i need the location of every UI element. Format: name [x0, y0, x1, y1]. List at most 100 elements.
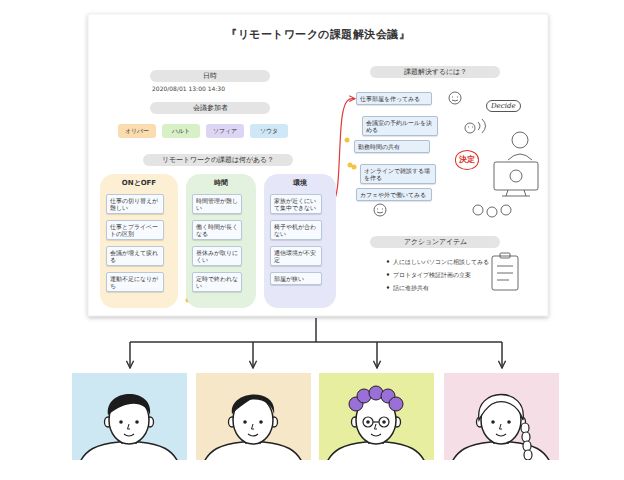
avatar: [77, 394, 181, 460]
avatar: [363, 417, 373, 427]
sticky-note: 定時で終われない: [192, 272, 242, 292]
avatar: [449, 395, 553, 461]
node-text: 仕事部屋を作ってみる: [360, 95, 428, 102]
node-text: 通信環境が不安定: [274, 249, 318, 263]
sticky-note: 昼休みが取りにくい: [192, 246, 242, 266]
whiteboard-ground: [88, 14, 548, 316]
tree-connector: [129, 342, 131, 368]
avatar: [521, 423, 529, 433]
doodle: [501, 205, 511, 215]
doodle: [487, 207, 497, 217]
doodle: [492, 256, 518, 290]
node-text: 会議室の予約ルールを決める: [366, 119, 434, 133]
participant-chip: オリバー: [118, 124, 156, 138]
sticky-note: 働く時間が長くなる: [192, 220, 242, 240]
avatar: [522, 432, 530, 442]
tree-connector: [501, 342, 503, 368]
solution-note: オンラインで雑談する場を作る: [360, 164, 436, 184]
doodle: [377, 209, 383, 213]
avatar: [524, 450, 532, 460]
highlight-ellipse: [265, 191, 327, 218]
node-text: オリバー: [125, 127, 149, 134]
node-text: 定時で終われない: [196, 275, 238, 289]
node-text: リモートワークの課題は何がある？: [149, 156, 287, 164]
tree-connector: [315, 318, 317, 342]
avatar: [201, 394, 305, 460]
doodle: [497, 266, 513, 280]
node-text: オンラインで雑談する場を作る: [364, 167, 432, 181]
solution-note: 仕事部屋を作ってみる: [356, 92, 432, 105]
sticky-note: 部屋が狭い: [270, 272, 322, 285]
node-text: 会議参加者: [156, 104, 264, 112]
category-column: 環境家族が近くにいて集中できない椅子や机が合わない通信環境が不安定部屋が狭い: [264, 174, 336, 308]
node-text: ONとOFF: [100, 179, 178, 187]
sticky-note: 通信環境が不安定: [270, 246, 322, 266]
date-text: 2020/08/01 13:00 14:30: [152, 85, 282, 92]
avatar: [324, 396, 428, 460]
node-text: アクションアイテム: [376, 238, 494, 246]
section-pill: 日時: [150, 70, 270, 82]
node-text: カフェや外で働いてみる: [360, 191, 428, 198]
tree-connector: [252, 342, 254, 368]
sticky-note: 運動不足になりがち: [106, 272, 164, 292]
solution-note: カフェや外で働いてみる: [356, 188, 432, 201]
node-text: ソフィア: [213, 127, 237, 134]
node-text: 働く時間が長くなる: [196, 223, 238, 237]
like-mark: [352, 165, 357, 170]
node-text: 時間: [186, 179, 256, 187]
sticky-note: 椅子や机が合わない: [270, 220, 322, 240]
doodle: [508, 154, 532, 160]
solution-note: 勤務時間の共有: [354, 140, 430, 153]
category-column: 時間時間管理が難しい働く時間が長くなる昼休みが取りにくい定時で終われない: [186, 174, 256, 308]
sticky-note: 仕事の切り替えが難しい: [106, 194, 164, 214]
action-item: プロトタイプ検証計画の立案: [393, 271, 489, 278]
avatar: [72, 373, 187, 470]
avatar: [373, 421, 379, 422]
doodle: [468, 127, 473, 128]
doodle: [374, 204, 386, 216]
node-text: 部屋が狭い: [274, 275, 318, 282]
doodle: [510, 170, 522, 182]
category-column: ONとOFF 仕事の切り替えが難しい仕事とプライベートの区別会議が増えて疲れる運動…: [100, 174, 178, 308]
whiteboard: 『リモートワークの課題解決会議』日時会議参加者オリバー ハルト ソフィア ソウタリモー…: [88, 14, 548, 316]
doodle: [502, 190, 530, 196]
avatar: [196, 373, 311, 470]
node-text: ハルト: [172, 127, 190, 134]
like-mark: [345, 138, 350, 143]
bullet-dot: [387, 260, 389, 262]
node-text: 勤務時間の共有: [358, 143, 426, 150]
node-text: 仕事の切り替えが難しい: [110, 197, 160, 211]
avatar: [523, 441, 531, 451]
section-pill: 課題解決するには？: [370, 66, 500, 78]
doodle: [449, 92, 461, 104]
avatar: [324, 386, 428, 460]
doodle: [465, 123, 475, 133]
avatar: [449, 396, 553, 460]
bullet-dot: [387, 273, 389, 275]
tree-connector: [376, 342, 378, 368]
node-text: 『リモートワークの課題解決会議』: [88, 14, 548, 41]
participant-chip: ソウタ: [250, 124, 288, 138]
avatar: [379, 417, 389, 427]
node-text: 昼休みが取りにくい: [196, 249, 238, 263]
tree-connector: [130, 341, 502, 343]
node-text: 課題解決するには？: [376, 68, 494, 76]
avatar: [319, 373, 434, 470]
avatar: [521, 423, 532, 460]
avatar: [389, 397, 403, 411]
sticky-note: 仕事とプライベートの区別: [106, 220, 164, 240]
doodle: [478, 119, 486, 133]
node-text: 椅子や机が合わない: [274, 223, 318, 237]
sticky-note: 家族が近くにいて集中できない: [270, 194, 322, 214]
sticky-note: 会議が増えて疲れる: [106, 246, 164, 266]
bullet-dot: [387, 286, 389, 288]
node-text: 家族が近くにいて集中できない: [274, 197, 318, 211]
avatar: [444, 373, 559, 470]
bullet-dot: [387, 260, 389, 288]
doodle: [512, 132, 528, 148]
sticky-note: 時間管理が難しい: [192, 194, 242, 214]
node-text: 仕事とプライベートの区別: [110, 223, 160, 237]
avatar: [479, 395, 524, 421]
node-text: 運動不足になりがち: [110, 275, 160, 289]
